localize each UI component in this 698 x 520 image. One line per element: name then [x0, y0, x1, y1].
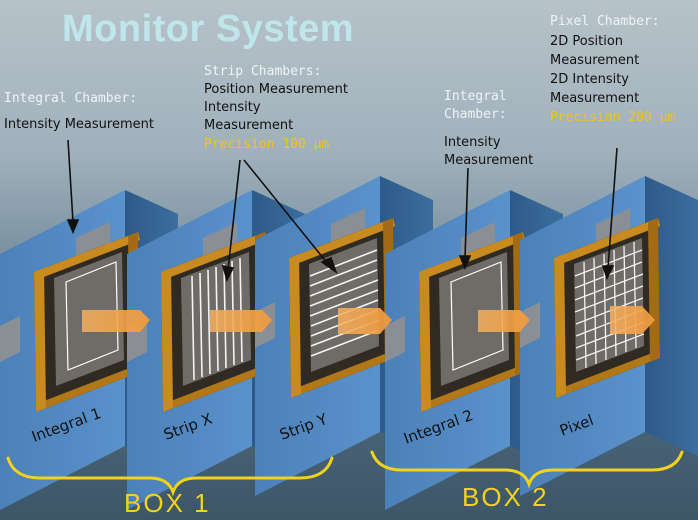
strip-chambers-line-3: Measurement: [204, 118, 294, 133]
integral-chamber-desc: Intensity Measurement: [4, 117, 154, 132]
box-1-label: BOX 1: [124, 488, 211, 518]
pixel-chamber-line-4: Measurement: [550, 91, 640, 106]
pixel-chamber-precision: Precision 200 µm: [550, 110, 676, 125]
pixel-chamber-line-1: 2D Position: [550, 34, 624, 49]
integral-chamber-2-desc-1: Intensity: [444, 135, 501, 150]
box-2-brace: [370, 450, 684, 489]
pixel-chamber-line-2: Measurement: [550, 53, 640, 68]
page-title: Monitor System: [62, 8, 355, 50]
integral-chamber-2-desc-2: Measurement: [444, 153, 534, 168]
pixel-chamber-heading: Pixel Chamber:: [550, 14, 660, 29]
box-2-label: BOX 2: [462, 482, 549, 512]
strip-chambers-line-1: Position Measurement: [204, 82, 348, 97]
beam-arrow: [82, 306, 655, 334]
strip-chambers-line-2: Intensity: [204, 100, 261, 115]
strip-chambers-precision: Precision 100 µm: [204, 137, 330, 152]
strip-chambers-heading: Strip Chambers:: [204, 64, 322, 79]
integral-chamber-heading: Integral Chamber:: [4, 91, 138, 106]
pixel-chamber-line-3: 2D Intensity: [550, 72, 629, 87]
box-1-brace: [6, 456, 334, 497]
callout-arrows: [66, 139, 618, 283]
chamber-pixel: [520, 176, 698, 496]
integral-chamber-2-heading-2: Chamber:: [444, 107, 507, 122]
integral-chamber-2-heading-1: Integral: [444, 89, 507, 104]
